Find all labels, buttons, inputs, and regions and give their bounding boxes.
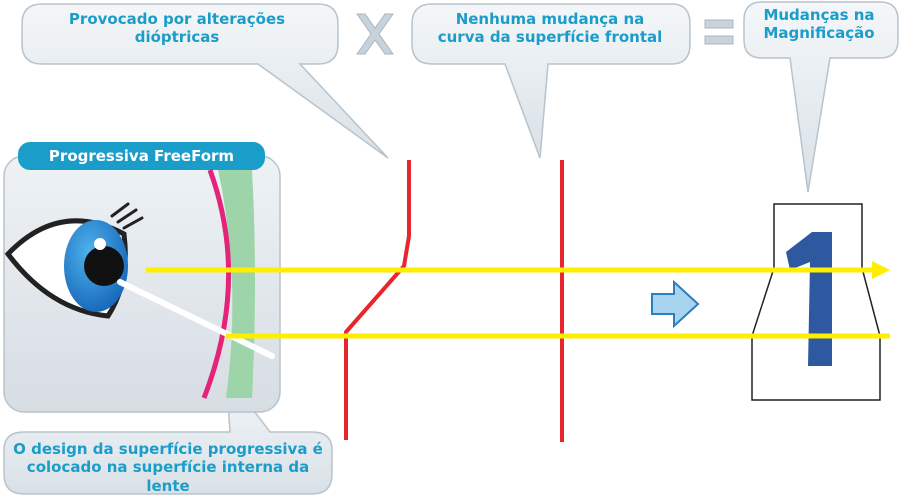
callout-top-middle-text: Nenhuma mudança na curva da superfície f… — [437, 10, 663, 47]
digit-one-glyph — [786, 232, 832, 366]
yellow-ray-top — [146, 261, 890, 279]
right-arrow-icon — [651, 279, 700, 329]
red-line-diopter — [344, 160, 411, 440]
callout-top-right — [743, 1, 899, 193]
times-operator — [356, 13, 394, 55]
callout-top-middle — [411, 3, 691, 159]
magnification-figure — [751, 203, 881, 401]
equals-operator — [704, 19, 734, 45]
lens-label: Progressiva FreeForm — [48, 147, 235, 165]
lens-label-bg — [18, 142, 265, 170]
eye-icon — [4, 202, 144, 319]
callout-bottom — [3, 371, 333, 495]
callout-bottom-text: O design da superfície progressiva é col… — [13, 440, 323, 495]
callout-top-left-text: Provocado por alterações dióptricas — [68, 10, 286, 47]
callout-top-right-text: Mudanças na Magnificação — [763, 6, 875, 43]
white-light-ray — [117, 279, 275, 359]
callout-top-left — [21, 3, 389, 159]
